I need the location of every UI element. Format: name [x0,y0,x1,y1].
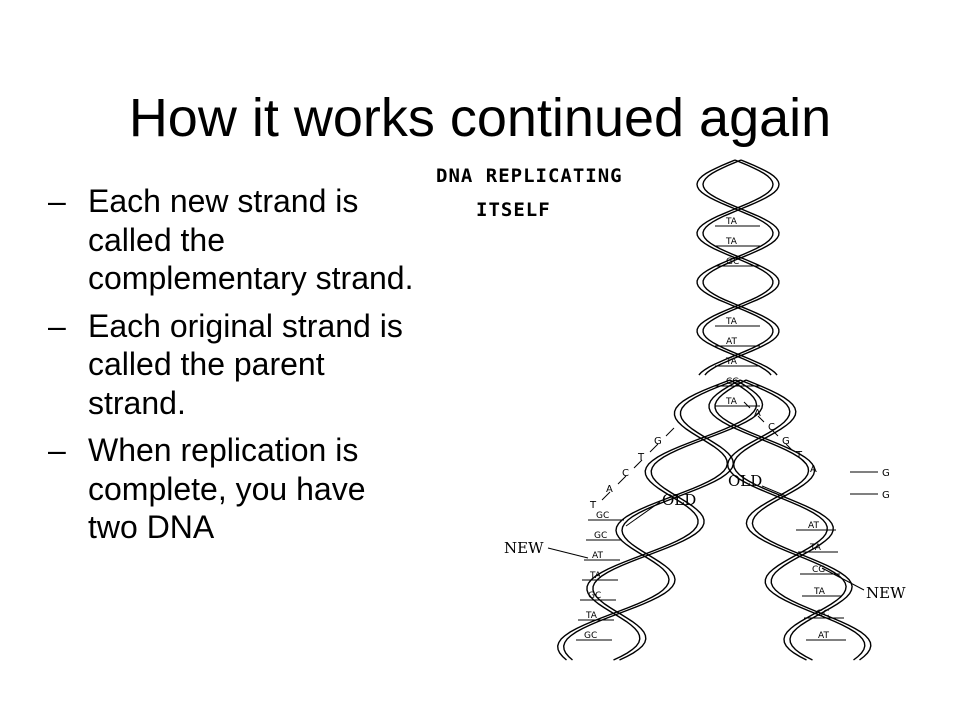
base-pair-rungs [576,225,878,641]
base-pair-label: AT [592,551,603,561]
figure-title-line1: DNA REPLICATING [436,165,623,187]
base-pair-label: GC [594,531,607,541]
left-daughter-helix-strand-b-edge [562,379,737,661]
unpaired-base: A [810,464,817,475]
base-pair-label: CG [812,565,825,575]
dna-replication-diagram: DNA REPLICATING ITSELF TATAGCTAATTACGTAG… [436,159,906,661]
base-pair-rung [665,427,675,437]
parent-helix-strand-b-edge [702,159,780,376]
label-leader-lines [547,485,865,591]
leader-line [547,547,589,559]
old-label-left: OLD [662,491,696,509]
bullet-item: – Each new strand is called the compleme… [48,182,418,298]
parent-helix-strand-b [696,159,774,376]
right-daughter-helix-strand-b-edge [714,379,853,661]
base-pair-rung [799,457,807,465]
new-label-left: NEW [504,539,544,557]
base-pair-label: GC [584,631,597,641]
right-daughter-helix-strand-b [708,379,847,661]
right-daughter-helix-strand-a-edge [732,379,872,661]
slide-title: How it works continued again [128,88,832,148]
base-pair-label: TA [725,357,738,367]
base-pair-rung [757,415,765,423]
base-pair-label: TA [725,217,738,227]
unpaired-base: C [622,468,629,479]
unpaired-base: T [589,500,597,511]
base-pair-rung [649,443,659,453]
base-pair-rung [617,475,627,485]
unpaired-base: A [606,484,613,495]
unpaired-base: T [795,450,803,461]
base-pair-rung [601,491,611,501]
base-pair-label: GC [588,591,601,601]
base-pair-label: GC [596,511,609,521]
base-pair-label: AT [818,631,829,641]
dna-strands [556,159,872,661]
unpaired-base: G [882,490,890,501]
base-pair-label: TA [809,543,822,553]
bullet-text: When replication is complete, you have t… [88,432,366,545]
base-pair-rung [633,459,643,469]
base-pair-labels: TATAGCTAATTACGTAGTCATACGTAGCGCATTAGCTAGC… [584,217,890,641]
bullet-dash: – [48,432,66,468]
base-pair-label: AT [726,337,737,347]
base-pair-label: CG [726,377,739,387]
bullet-list: – Each new strand is called the compleme… [48,182,418,556]
unpaired-base: C [768,422,775,433]
base-pair-label: TA [813,587,826,597]
leader-line [625,501,661,527]
base-pair-rung [743,401,751,409]
bullet-item: – When replication is complete, you have… [48,431,418,547]
bullet-text: Each new strand is called the complement… [88,183,414,296]
base-pair-label: TA [585,611,598,621]
base-pair-label: AT [808,521,819,531]
bullet-text: Each original strand is called the paren… [88,307,403,421]
base-pair-label: TA [725,237,738,247]
base-pair-label: TA [725,397,738,407]
leader-line [821,567,865,591]
unpaired-base: G [654,436,662,447]
parent-helix-strand-a-edge [702,159,780,376]
base-pair-rung [771,429,779,437]
bullet-dash: – [48,183,66,219]
right-daughter-helix-strand-a [726,379,866,661]
old-label-right: OLD [728,472,762,490]
figure-title-line2: ITSELF [476,199,551,221]
base-pair-label: GC [726,257,739,267]
unpaired-base: A [754,408,761,419]
bullet-dash: – [48,307,66,344]
parent-helix-strand-a [696,159,774,376]
base-pair-label: TA [589,571,602,581]
leader-line [761,485,787,497]
unpaired-base: G [782,436,790,447]
base-pair-label: TA [725,317,738,327]
bullet-item: – Each original strand is called the par… [48,307,418,423]
new-label-right: NEW [866,584,906,602]
unpaired-base: T [637,452,645,463]
base-pair-label: GC [816,609,829,619]
unpaired-base: G [882,468,890,479]
base-pair-rung [785,443,793,451]
